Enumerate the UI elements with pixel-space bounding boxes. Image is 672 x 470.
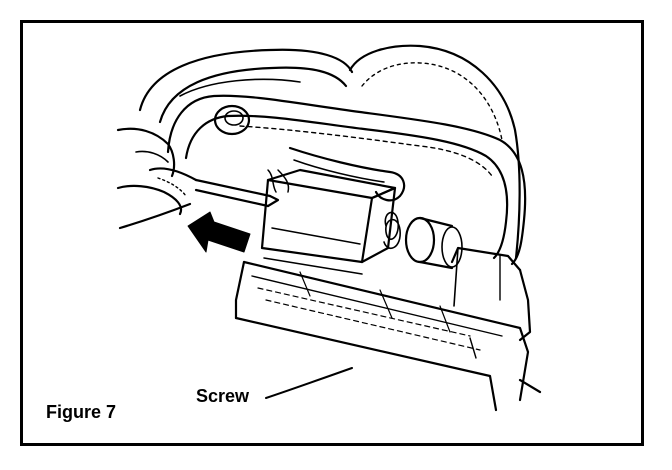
screw-callout-label: Screw [196,386,250,406]
push-direction-arrow-icon [187,211,251,253]
handle-lever [138,48,527,266]
upper-housing [348,44,521,260]
screw-leader-line [265,367,353,399]
right-pillar [450,246,532,342]
clamp-block [260,168,463,275]
hand [116,127,198,230]
figure-caption: Figure 7 [46,402,117,422]
base-plate [234,260,542,412]
screwdriver [194,169,290,208]
